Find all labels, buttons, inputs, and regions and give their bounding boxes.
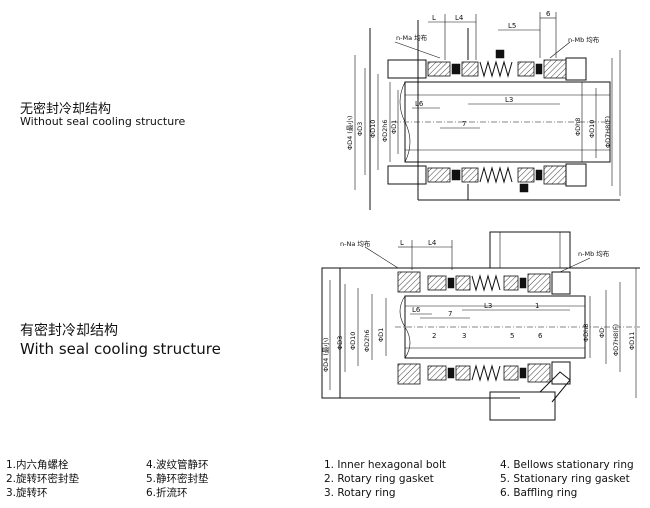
top-bolt-upper — [495, 49, 505, 59]
caption-bottom-cn: 有密封冷却结构 — [20, 323, 118, 339]
bottom-seal-drawing: n-Na 均布 n-Mb 均布 L L4 L6 L3 7 1 2 3 5 6 Φ… — [321, 231, 640, 421]
top-bellows-upper — [479, 60, 513, 78]
top-dim-D3: ΦD3 — [356, 122, 364, 136]
bottom-dim-L6: L6 — [412, 306, 421, 314]
bottom-dim-D4: ΦD4 (最小) — [321, 338, 330, 372]
bottom-dim-D3: ΦD3 — [336, 336, 344, 350]
bottom-dim-D11: ΦD11 — [628, 332, 636, 350]
bottom-bellows-upper — [471, 274, 501, 292]
bottom-part-6: 6 — [538, 332, 543, 340]
legend-en-item-3: 3. Rotary ring — [324, 487, 396, 499]
top-bolt-right-label: n-Mb 均布 — [568, 35, 600, 44]
top-stationary-ring-upper — [543, 59, 567, 79]
bottom-dim-D1: ΦD1 — [377, 328, 385, 342]
legend-cn-item-2: 2.旋转环密封垫 — [6, 473, 80, 485]
bottom-bolt-right-label: n-Mb 均布 — [578, 249, 610, 258]
legend-cn-col2: 4.波纹管静环 5.静环密封垫 6.折流环 — [146, 458, 209, 500]
legend-cn-item-4: 4.波纹管静环 — [146, 459, 209, 471]
caption-bottom-en: With seal cooling structure — [20, 340, 221, 358]
top-bolt-lower — [519, 183, 529, 193]
legend-cn-item-1: 1.内六角螺栓 — [6, 459, 69, 471]
top-dim-D: ΦD10 — [588, 120, 596, 138]
legend-cn-col1: 1.内六角螺栓 2.旋转环密封垫 3.旋转环 — [6, 458, 79, 500]
top-dim-D2: ΦD2h6 — [381, 119, 389, 142]
bottom-dim-L4: L4 — [428, 239, 437, 247]
top-dim-D7: ΦD7H8(F) — [604, 116, 612, 148]
top-dim-D1: ΦD1 — [390, 120, 398, 134]
caption-top-en: Without seal cooling structure — [20, 115, 186, 128]
bottom-dim-D2: ΦD2h6 — [363, 329, 371, 352]
bottom-gland-lower — [397, 363, 421, 385]
legend-en-col2: 4. Bellows stationary ring 5. Stationary… — [500, 458, 634, 500]
bottom-bellows-lower — [471, 364, 501, 382]
bottom-dim-D: ΦD — [598, 328, 606, 338]
legend-en-item-5: 5. Stationary ring gasket — [500, 473, 630, 485]
legend-en-item-2: 2. Rotary ring gasket — [324, 473, 434, 485]
bottom-dim-7: 7 — [448, 310, 452, 318]
bottom-dim-D7: ΦD7H8(F) — [612, 324, 620, 356]
bottom-bolt-left-label: n-Na 均布 — [340, 239, 371, 248]
legend-en-item-1: 1. Inner hexagonal bolt — [324, 459, 447, 471]
top-gland-upper — [387, 59, 427, 79]
legend-cn-item-6: 6.折流环 — [146, 487, 188, 499]
bottom-cooling-port-top — [489, 231, 571, 269]
top-bolt-left-label: n-Ma 均布 — [396, 33, 428, 42]
top-dim-L6: L6 — [415, 100, 424, 108]
top-dim-7: 7 — [462, 120, 466, 128]
bottom-gland-upper — [397, 271, 421, 293]
bottom-cooling-port-bottom — [489, 391, 556, 421]
bottom-part-1: 1 — [535, 302, 539, 310]
legend-en-item-6: 6. Baffling ring — [500, 487, 578, 499]
legend-cn-item-5: 5.静环密封垫 — [146, 473, 209, 485]
bottom-part-5: 5 — [510, 332, 514, 340]
top-seal-drawing: n-Ma 均布 n-Mb 均布 L L4 L5 6 L6 L3 7 ΦD4 (最… — [345, 10, 621, 210]
bottom-dim-D10: ΦD10 — [349, 332, 357, 350]
bottom-dim-L: L — [400, 239, 404, 247]
caption-top-cn: 无密封冷却结构 — [20, 102, 112, 117]
top-dim-6: 6 — [546, 10, 551, 18]
bottom-part-2: 2 — [432, 332, 436, 340]
top-dim-L4: L4 — [455, 14, 464, 22]
top-rotary-ring-lower — [427, 167, 451, 183]
legend-en-col1: 1. Inner hexagonal bolt 2. Rotary ring g… — [324, 458, 446, 500]
legend-en-item-4: 4. Bellows stationary ring — [500, 459, 634, 471]
top-gland-lower — [387, 165, 427, 185]
top-dim-D4: ΦD4 (最小) — [345, 116, 354, 150]
bottom-dim-Dh8: ΦDh8 — [582, 324, 590, 342]
bottom-part-3: 3 — [462, 332, 466, 340]
bottom-dim-L3: L3 — [484, 302, 492, 310]
top-stationary-ring-lower — [543, 165, 567, 185]
top-dim-L3: L3 — [505, 96, 513, 104]
top-dim-Dh8: ΦDh8 — [574, 118, 582, 136]
top-dim-L5: L5 — [508, 22, 516, 30]
top-rotary-ring-upper — [427, 61, 451, 77]
top-dim-D10: ΦD10 — [369, 120, 377, 138]
top-bellows-lower — [479, 166, 513, 184]
top-dim-L: L — [432, 14, 436, 22]
legend-cn-item-3: 3.旋转环 — [6, 487, 48, 499]
